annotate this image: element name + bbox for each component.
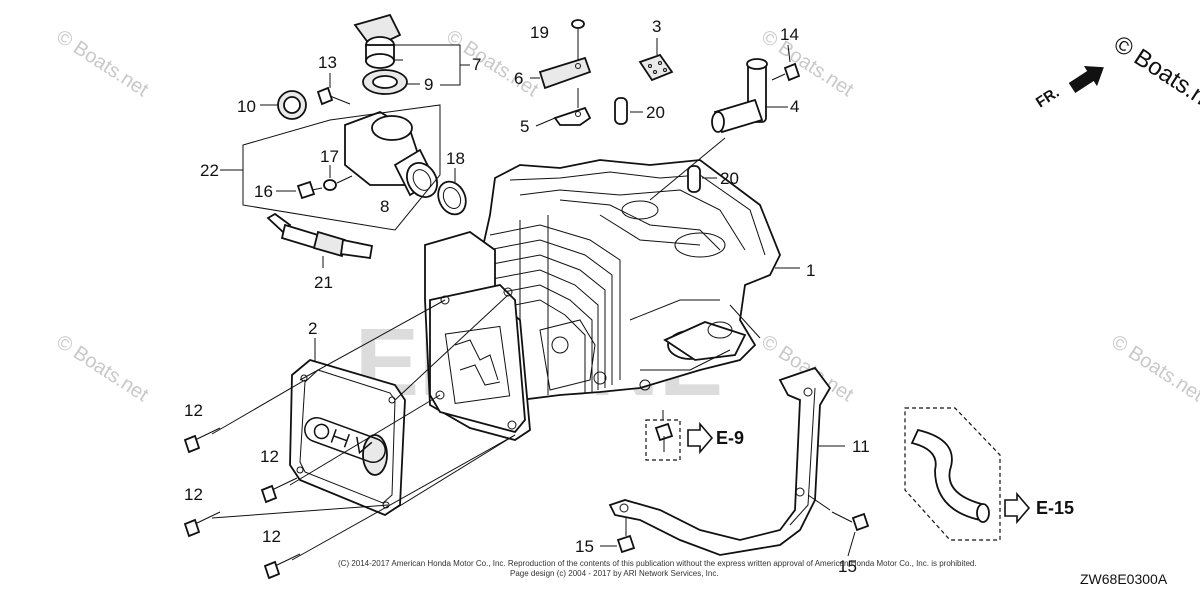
callout-5[interactable]: 5 xyxy=(520,117,529,136)
head-cover xyxy=(289,359,406,517)
callout-20[interactable]: 20 xyxy=(720,169,739,188)
callout-22[interactable]: 22 xyxy=(200,161,219,180)
dowel-pin-20 xyxy=(614,97,628,125)
callout-21[interactable]: 21 xyxy=(314,273,333,292)
spark-plug xyxy=(266,212,374,260)
filler-cap xyxy=(353,13,402,69)
flange-bolt-12 xyxy=(183,511,221,538)
callout-4[interactable]: 4 xyxy=(790,97,799,116)
cylinder-block xyxy=(479,159,781,401)
watermark: © Boats.net xyxy=(442,26,542,102)
front-direction-indicator: FR. xyxy=(1033,65,1104,111)
callout-19[interactable]: 19 xyxy=(530,23,549,42)
gasket-18 xyxy=(437,180,467,216)
ref-e15[interactable]: E-15 xyxy=(1036,498,1074,518)
flange-bolt-15 xyxy=(831,511,870,532)
copyright-line: Page design (c) 2004 - 2017 by ARI Netwo… xyxy=(510,569,719,578)
watermark: © Boats.net xyxy=(52,26,152,102)
callout-12[interactable]: 12 xyxy=(262,527,281,546)
screw-19 xyxy=(571,19,585,44)
bracket-11 xyxy=(608,366,832,556)
callout-3[interactable]: 3 xyxy=(652,17,661,36)
callout-13[interactable]: 13 xyxy=(318,53,337,72)
callout-17[interactable]: 17 xyxy=(320,147,339,166)
cylinder-head xyxy=(424,231,651,441)
flange-bolt-12 xyxy=(260,477,298,504)
front-arrow-icon xyxy=(1068,65,1104,94)
o-ring xyxy=(362,69,408,95)
callout-12[interactable]: 12 xyxy=(184,485,203,504)
breather-3 xyxy=(638,53,674,82)
callout-8[interactable]: 8 xyxy=(380,197,389,216)
plate-6 xyxy=(538,56,592,90)
callout-14[interactable]: 14 xyxy=(780,25,799,44)
watermark: © Boats.net xyxy=(52,331,152,407)
ohv-emboss xyxy=(304,416,386,464)
copyright-line: (C) 2014-2017 American Honda Motor Co., … xyxy=(338,559,977,568)
washer-17 xyxy=(323,179,337,191)
ref-group-e9: E-9 xyxy=(645,419,744,461)
pipe-4 xyxy=(711,58,768,134)
callout-labels: 1 2 3 4 5 6 7 8 9 10 11 12 12 12 12 13 1… xyxy=(184,17,870,576)
callout-20[interactable]: 20 xyxy=(646,103,665,122)
front-label: FR. xyxy=(1033,84,1063,111)
watermark: © Boats.net xyxy=(757,26,857,102)
callout-11[interactable]: 11 xyxy=(852,437,870,456)
flange-bolt-12 xyxy=(263,553,301,580)
callout-16[interactable]: 16 xyxy=(254,182,273,201)
flange-bolt-15 xyxy=(616,518,636,554)
dowel-pin-20 xyxy=(687,165,701,193)
hose-assembly: E-15 xyxy=(904,407,1074,541)
callout-10[interactable]: 10 xyxy=(237,97,256,116)
callout-2[interactable]: 2 xyxy=(308,319,317,338)
callout-1[interactable]: 1 xyxy=(806,261,815,280)
callout-9[interactable]: 9 xyxy=(424,75,433,94)
bolt-16 xyxy=(296,180,323,200)
callout-15[interactable]: 15 xyxy=(575,537,594,556)
ref-e9[interactable]: E-9 xyxy=(716,428,744,448)
diagram-code: ZW68E0300A xyxy=(1080,571,1168,587)
clip-5 xyxy=(553,106,592,126)
watermark: © Boats.net xyxy=(1107,331,1200,407)
callout-18[interactable]: 18 xyxy=(446,149,465,168)
rubber-cap xyxy=(277,90,307,120)
callout-15[interactable]: 15 xyxy=(838,557,857,576)
flange-bolt-13 xyxy=(316,86,351,106)
watermark-edge: © Boats.n xyxy=(1109,30,1200,110)
callout-12[interactable]: 12 xyxy=(260,447,279,466)
callout-12[interactable]: 12 xyxy=(184,401,203,420)
callout-6[interactable]: 6 xyxy=(514,69,523,88)
flange-bolt-12 xyxy=(183,427,221,454)
bolt-14 xyxy=(771,62,801,82)
callout-7[interactable]: 7 xyxy=(472,55,481,74)
